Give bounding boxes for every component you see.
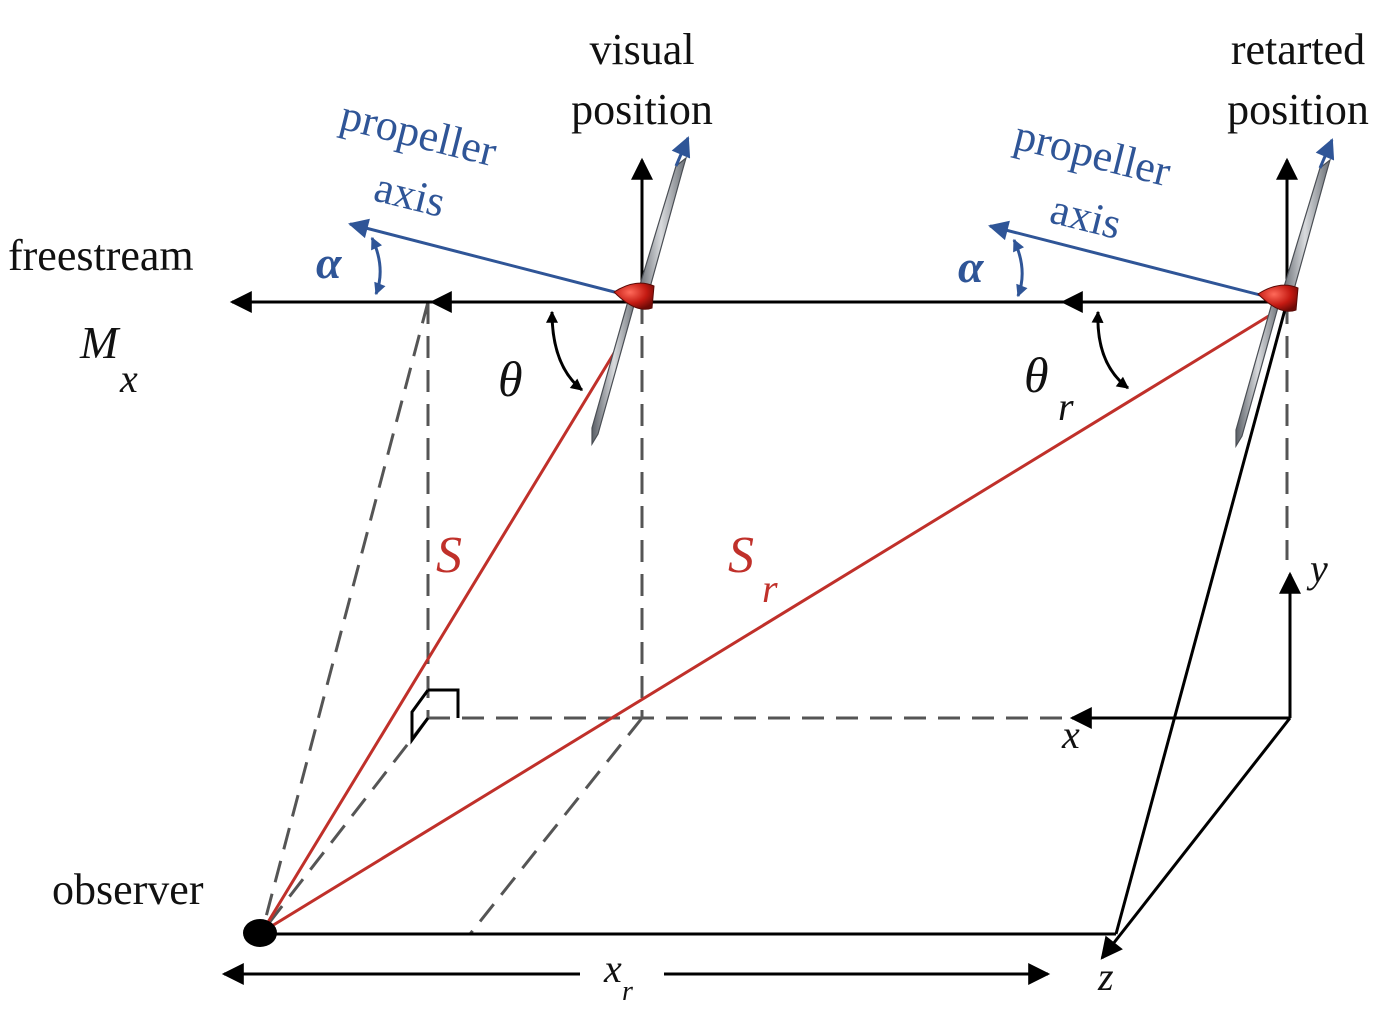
right-angle-marker	[410, 688, 460, 745]
propeller-icon	[591, 136, 691, 447]
solid-geometry	[221, 157, 1301, 985]
y-axis-label: y	[1306, 546, 1328, 591]
alpha-arc-left	[370, 236, 386, 296]
dashed-left-diagonal	[260, 301, 430, 933]
propeller-axis-right-line2: axis	[1046, 184, 1127, 249]
theta-r-subscript: r	[1058, 384, 1074, 429]
x-axis-label: x	[1061, 712, 1080, 757]
freestream-label: freestream	[8, 231, 194, 280]
x-r-subscript: r	[622, 976, 633, 1007]
s-line	[260, 339, 624, 933]
propeller-axis-left	[348, 218, 631, 298]
alpha-arc-right	[1012, 238, 1028, 298]
z-axis-label: z	[1097, 954, 1114, 999]
observer-label: observer	[52, 865, 204, 914]
propeller-axis-right	[988, 220, 1273, 300]
theta-arc	[546, 310, 583, 392]
retarted-position-line2: position	[1227, 85, 1369, 134]
observer-dot-icon	[243, 919, 277, 947]
alpha-right-label: α	[958, 241, 985, 292]
retarded-to-z-line	[1114, 301, 1289, 935]
alpha-left-label: α	[316, 237, 343, 288]
propeller-icon	[1235, 138, 1335, 449]
s-r-subscript: r	[762, 566, 778, 611]
propeller-axis-left-line1: propeller	[336, 90, 502, 176]
visual-position-line1: visual	[589, 25, 694, 74]
propeller-axes	[348, 218, 1273, 300]
x-r-symbol: x	[603, 946, 622, 991]
mach-symbol: M	[79, 317, 121, 368]
dashed-ground-diagonal-left	[260, 717, 430, 933]
s-r-line	[261, 312, 1273, 934]
retarted-position-line1: retarted	[1231, 25, 1365, 74]
z-axis-arrow	[1100, 717, 1292, 960]
theta-arcs	[546, 310, 1129, 392]
visual-position-line2: position	[571, 85, 713, 134]
s-label: S	[436, 527, 462, 584]
distance-lines	[260, 312, 1273, 934]
propeller-axis-left-line2: axis	[370, 162, 451, 227]
mach-subscript: x	[119, 356, 138, 401]
theta-r-arc	[1091, 310, 1129, 390]
propeller-axis-right-line1: propeller	[1010, 110, 1176, 196]
s-r-symbol: S	[728, 527, 754, 584]
dashed-construction-lines	[260, 301, 1289, 935]
theta-r-symbol: θ	[1024, 347, 1049, 403]
theta-label: θ	[498, 351, 523, 407]
dashed-ground-diagonal-mid	[468, 717, 644, 935]
